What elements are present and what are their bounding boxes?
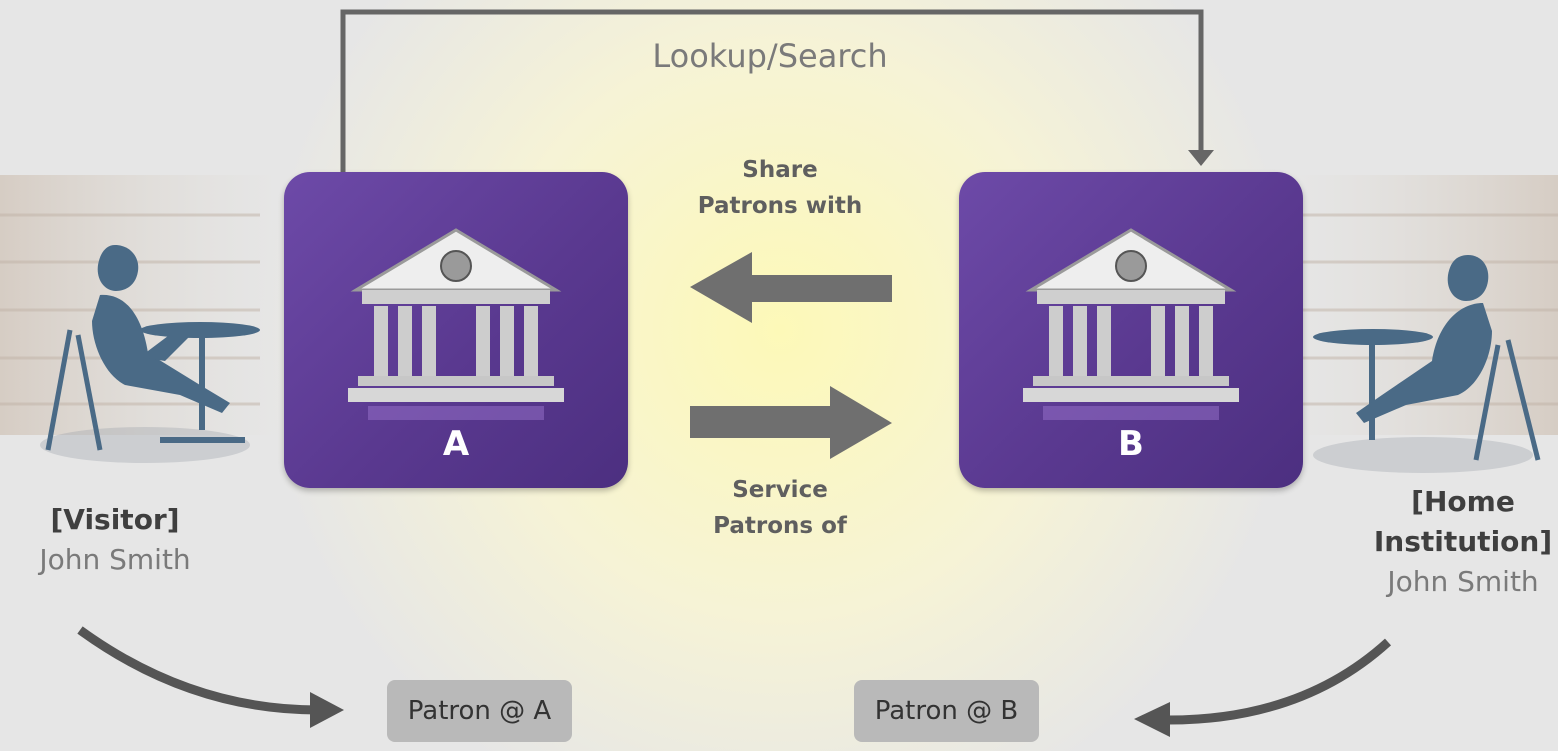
home-role-line2: Institution] (1373, 525, 1553, 558)
home-institution-silhouette-icon (1313, 255, 1541, 473)
museum-building-icon (1023, 228, 1239, 420)
lookup-arrowhead-icon (1188, 150, 1214, 166)
home-institution-label: [Home Institution] John Smith (1368, 482, 1558, 602)
home-arrowhead-icon (1134, 702, 1170, 737)
share-arrow-left-icon (690, 252, 892, 323)
service-label-line2: Patrons of (713, 513, 847, 539)
share-label-line1: Share (742, 157, 818, 183)
service-label-line1: Service (732, 477, 828, 503)
visitor-silhouette-icon (40, 245, 260, 463)
patron-a-box[interactable]: Patron @ A (387, 680, 572, 742)
visitor-to-patron-a-arrow (77, 626, 319, 715)
institution-b-letter: B (1118, 424, 1144, 464)
service-arrow-right-icon (690, 386, 892, 459)
visitor-name: John Smith (39, 543, 191, 576)
museum-building-icon (348, 228, 564, 420)
institution-b-box[interactable]: B (959, 172, 1303, 488)
service-label: Service Patrons of (680, 472, 880, 544)
institution-a-box[interactable]: A (284, 172, 628, 488)
home-to-patron-b-arrow (1161, 638, 1392, 725)
share-label-line2: Patrons with (697, 193, 863, 219)
home-role-line1: [Home (1411, 485, 1515, 518)
home-name: John Smith (1387, 565, 1539, 598)
patron-b-box[interactable]: Patron @ B (854, 680, 1039, 742)
institution-a-letter: A (442, 424, 470, 464)
lookup-label: Lookup/Search (652, 37, 888, 75)
visitor-label: [Visitor] John Smith (0, 500, 230, 580)
visitor-role: [Visitor] (50, 503, 180, 536)
share-label: Share Patrons with (680, 152, 880, 224)
bookshelf-left (0, 175, 280, 435)
visitor-arrowhead-icon (310, 692, 344, 728)
